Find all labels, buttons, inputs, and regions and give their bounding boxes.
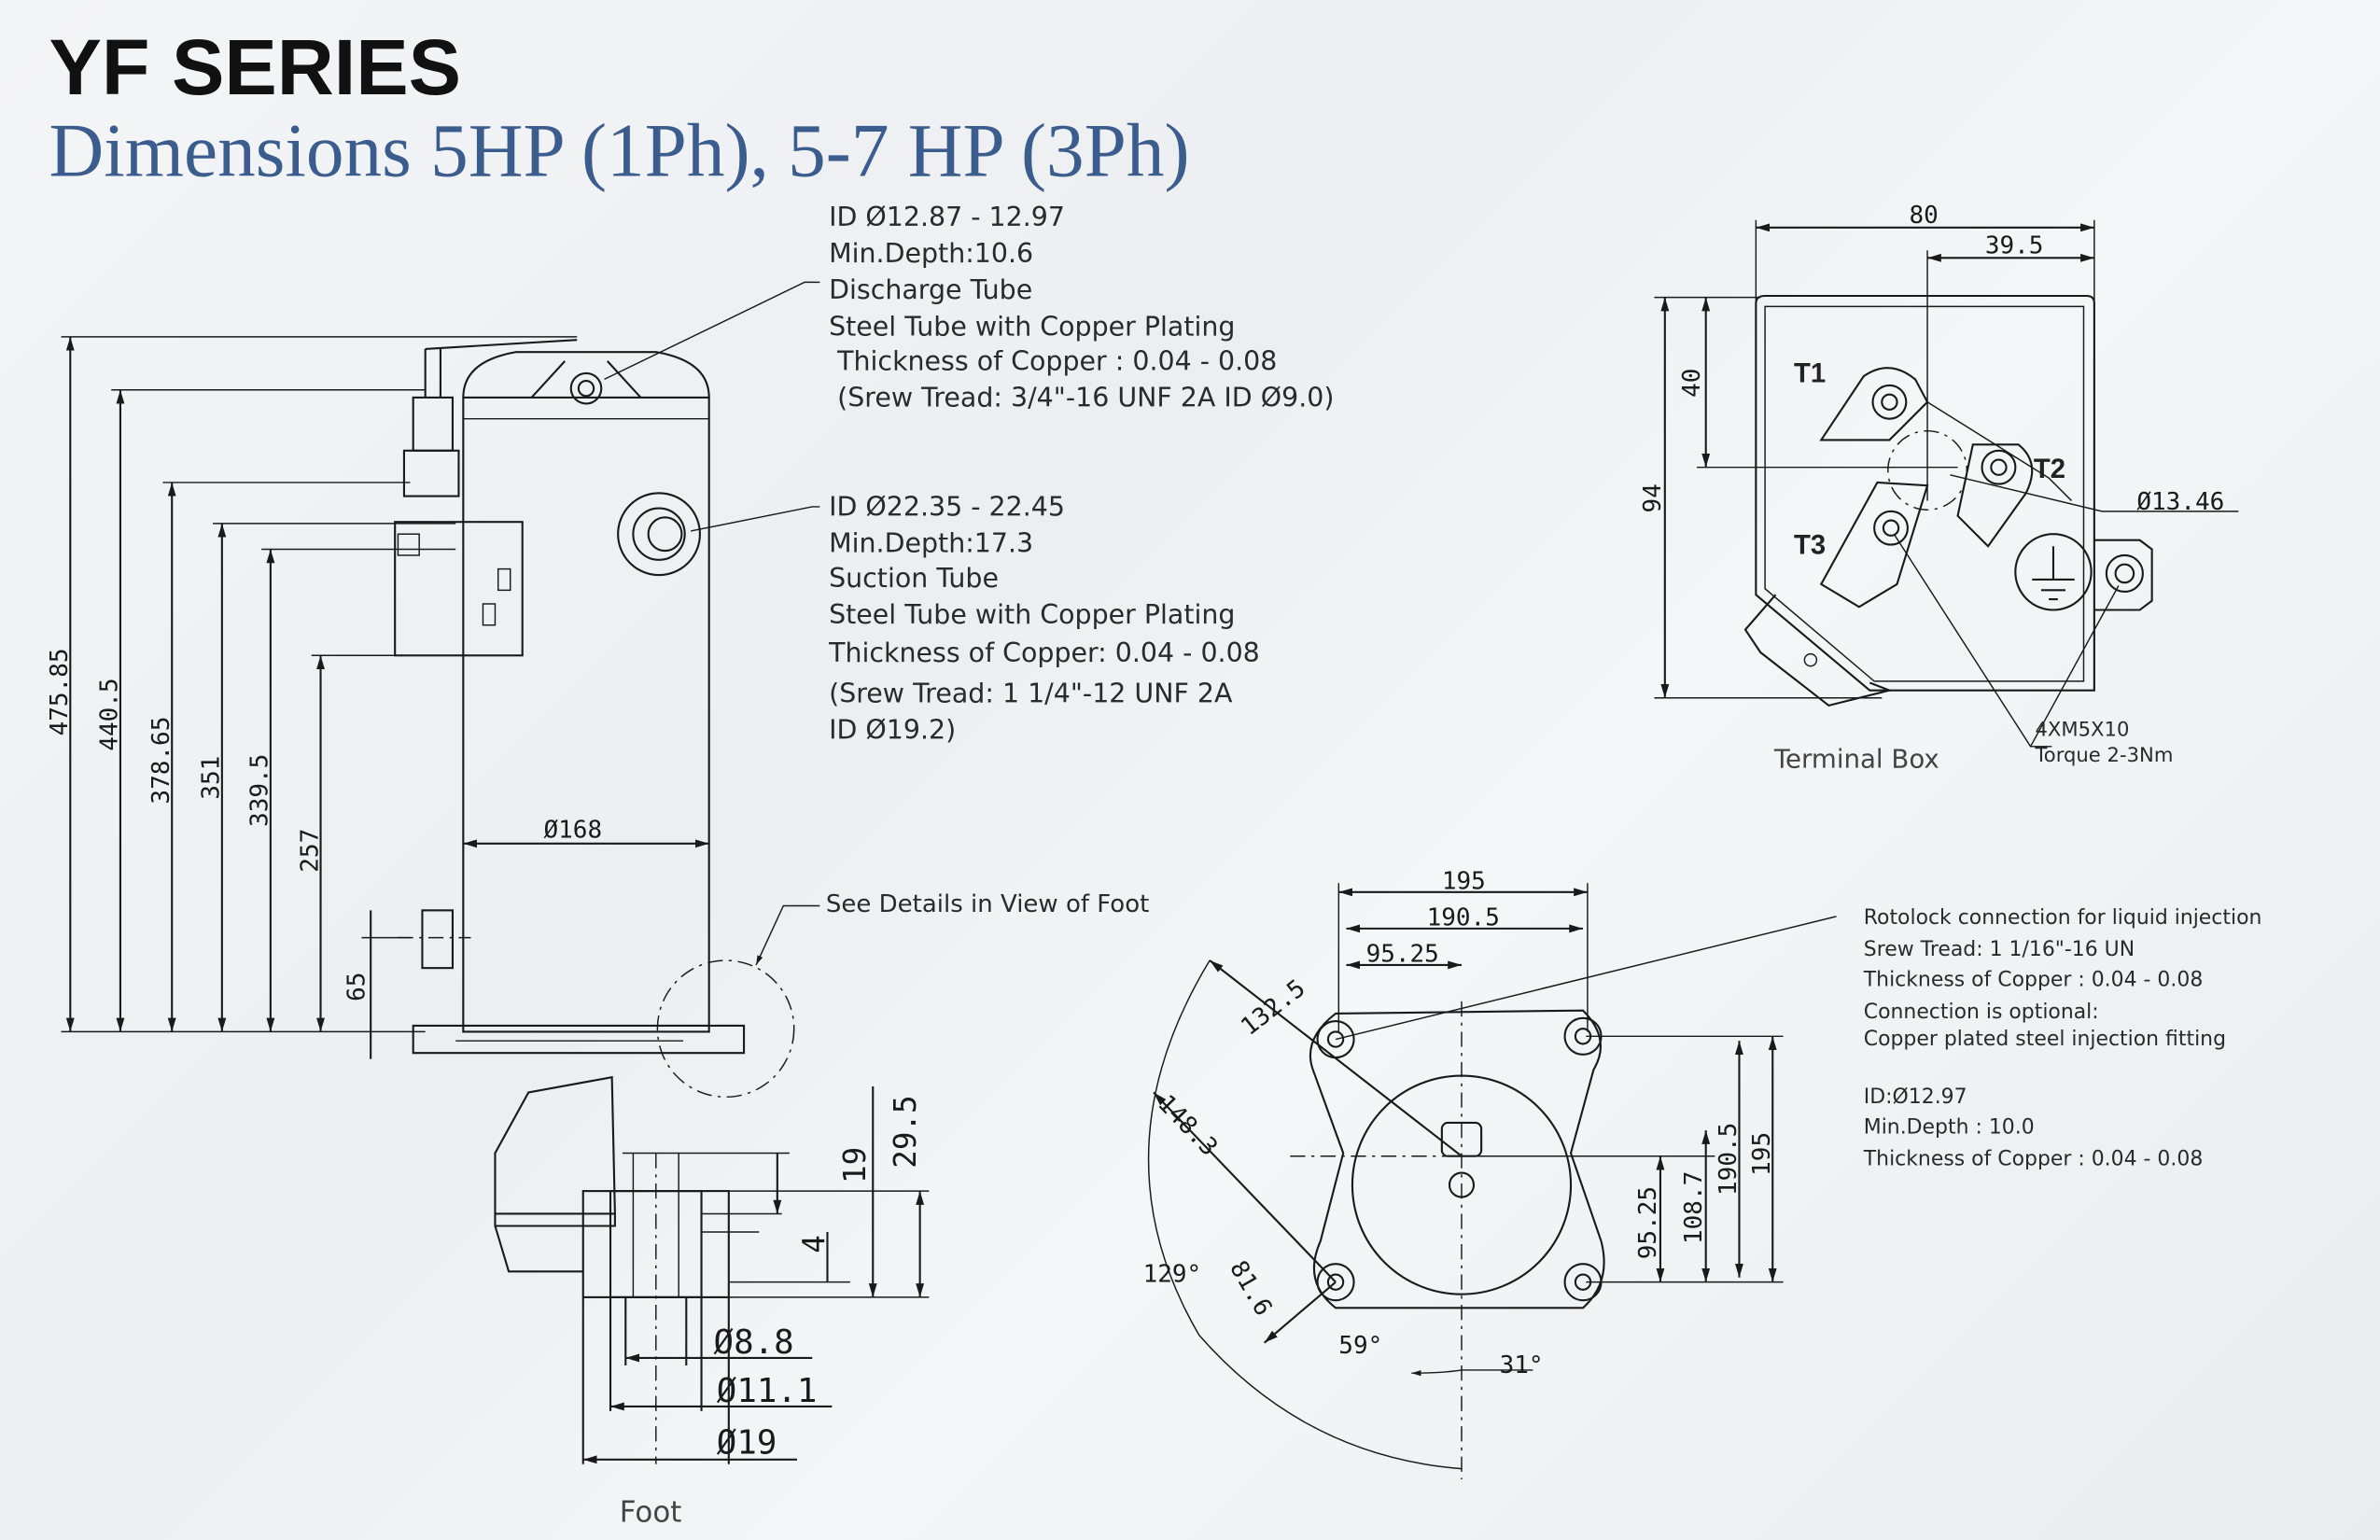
foot-detail-view [494,1075,930,1464]
height-65: 65 [343,973,371,1001]
terminal-dim-39-5: 39.5 [1985,231,2044,259]
bottom-dim-195-vertical: 195 [1748,1132,1776,1176]
height-257: 257 [296,829,324,873]
height-475-85: 475.85 [46,649,74,736]
foot-dim-19: 19 [837,1147,873,1183]
terminal-label-t1: T1 [1794,359,1826,389]
injection-note: Rotolock connection for liquid injection… [1863,906,2262,1170]
svg-text:Steel Tube with Copper Plating: Steel Tube with Copper Plating [829,311,1235,342]
bottom-dim-108-7: 108.7 [1680,1171,1708,1244]
svg-text:Steel Tube with Copper Plating: Steel Tube with Copper Plating [829,599,1235,630]
height-339-5: 339.5 [246,754,274,827]
screw-spec: 4XM5X10 [2035,717,2129,740]
svg-text:Thickness of Copper: 0.04 - 0.: Thickness of Copper: 0.04 - 0.08 [828,637,1260,668]
terminal-dim-d13-46: Ø13.46 [2136,488,2224,516]
svg-text:Copper plated steel injection: Copper plated steel injection fitting [1864,1028,2226,1051]
torque-spec: Torque 2-3Nm [2034,743,2173,766]
svg-text:Thickness of Copper : 0.04 - 0: Thickness of Copper : 0.04 - 0.08 [829,346,1277,377]
svg-text:Min.Depth:10.6: Min.Depth:10.6 [829,238,1033,269]
terminal-box-view [1654,219,2239,748]
svg-text:Min.Depth:17.3: Min.Depth:17.3 [829,528,1033,559]
height-351: 351 [198,756,226,800]
angle-31: 31° [1500,1351,1544,1379]
svg-text:ID Ø12.87 - 12.97: ID Ø12.87 - 12.97 [829,202,1065,232]
angle-59: 59° [1338,1332,1382,1360]
svg-text:Discharge Tube: Discharge Tube [829,274,1032,305]
foot-dim-d8-8: Ø8.8 [714,1323,794,1362]
foot-detail-callout: See Details in View of Foot [826,890,1149,918]
terminal-box-caption: Terminal Box [1773,744,1939,775]
series-title: YF SERIES [49,22,461,111]
compressor-bottom-view [1147,883,1837,1479]
bottom-dim-95-25-vertical: 95.25 [1634,1186,1662,1259]
bottom-dim-190-5-vertical: 190.5 [1715,1123,1743,1196]
svg-text:ID Ø22.35 - 22.45: ID Ø22.35 - 22.45 [829,492,1065,523]
svg-text:Thickness of Copper : 0.04 - 0: Thickness of Copper : 0.04 - 0.08 [1863,969,2204,992]
bottom-dim-95-25: 95.25 [1366,941,1439,969]
suction-tube-note: ID Ø22.35 - 22.45 Min.Depth:17.3 Suction… [828,492,1260,746]
svg-text:ID:Ø12.97: ID:Ø12.97 [1864,1085,1967,1109]
terminal-dim-94: 94 [1639,483,1667,512]
svg-text:Srew Tread: 1 1/16"-16 UN: Srew Tread: 1 1/16"-16 UN [1864,938,2135,961]
foot-dim-29-5: 29.5 [888,1095,923,1168]
svg-text:Connection is optional:: Connection is optional: [1864,1001,2099,1024]
compressor-side-view [61,281,820,1099]
svg-text:(Srew Tread: 1 1/4"-12 UNF 2A: (Srew Tread: 1 1/4"-12 UNF 2A [829,679,1233,709]
svg-text:Suction Tube: Suction Tube [829,563,999,594]
angle-129: 129° [1143,1261,1202,1289]
shell-diameter: Ø168 [543,816,602,844]
svg-text:ID Ø19.2): ID Ø19.2) [829,715,956,746]
height-378-65: 378.65 [147,717,175,805]
svg-text:(Srew Tread: 3/4"-16 UNF 2A ID: (Srew Tread: 3/4"-16 UNF 2A ID Ø9.0) [829,383,1334,413]
foot-dim-4: 4 [796,1235,832,1253]
svg-text:Min.Depth : 10.0: Min.Depth : 10.0 [1864,1115,2035,1139]
bottom-dim-195: 195 [1442,868,1486,896]
terminal-label-t3: T3 [1794,530,1826,560]
svg-text:Rotolock connection for liquid: Rotolock connection for liquid injection [1864,906,2262,930]
height-440-5: 440.5 [96,678,124,750]
discharge-tube-note: ID Ø12.87 - 12.97 Min.Depth:10.6 Dischar… [829,202,1334,413]
terminal-label-t2: T2 [2034,455,2065,484]
bottom-dim-81-6: 81.6 [1224,1256,1277,1321]
bottom-dim-148-3: 148.3 [1152,1089,1223,1161]
foot-dim-d11-1: Ø11.1 [717,1372,818,1410]
terminal-dim-40: 40 [1678,369,1706,398]
foot-dim-d19: Ø19 [717,1423,777,1462]
foot-caption: Foot [620,1495,682,1529]
bottom-dim-190-5: 190.5 [1427,904,1500,932]
svg-text:Thickness of Copper : 0.04 - 0: Thickness of Copper : 0.04 - 0.08 [1863,1147,2204,1170]
dimensions-subtitle: Dimensions 5HP (1Ph), 5-7 HP (3Ph) [49,109,1190,193]
terminal-dim-80: 80 [1910,202,1939,230]
